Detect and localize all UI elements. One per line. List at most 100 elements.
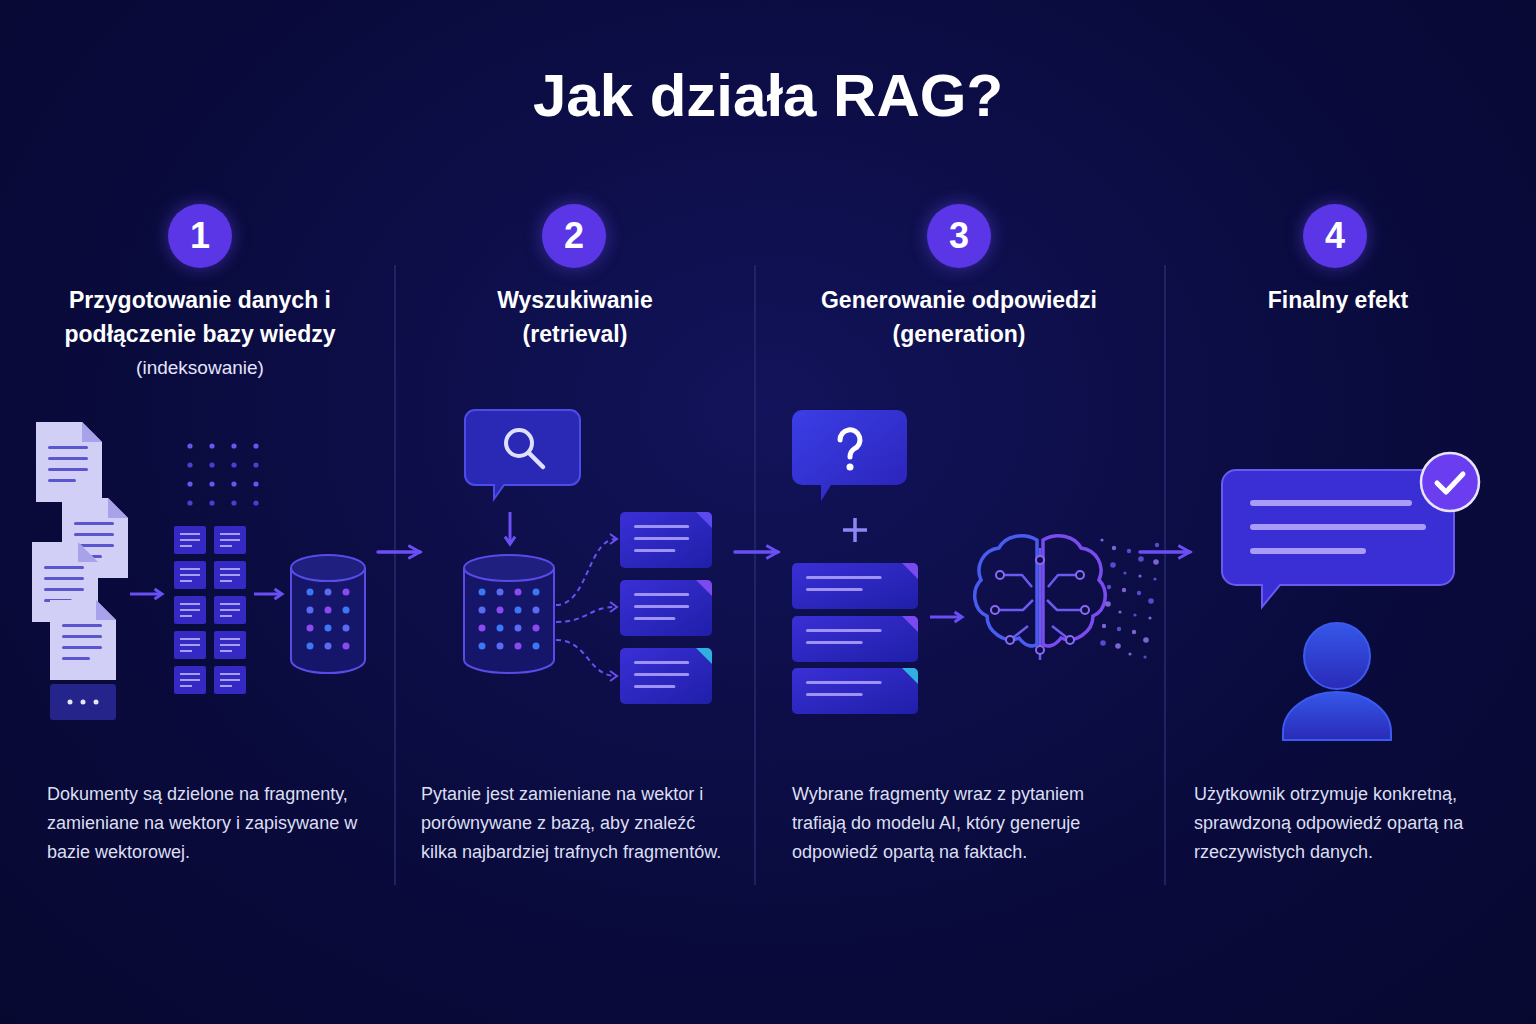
arrow-shaft — [509, 512, 512, 544]
particle — [1107, 585, 1111, 589]
small-arrow — [930, 612, 962, 622]
data-dot — [497, 625, 504, 632]
stage-column: 2Wyszukiwanie (retrieval)Pytanie jest za… — [420, 200, 735, 890]
step-badge: 3 — [927, 204, 991, 268]
card-line — [806, 588, 863, 591]
chunk-body — [174, 526, 206, 554]
vector-dot — [253, 443, 258, 448]
step-number: 4 — [1325, 216, 1345, 256]
data-dot — [325, 589, 332, 596]
particle — [1143, 655, 1146, 658]
card-body — [620, 648, 712, 704]
diagram-title: Jak działa RAG? — [0, 58, 1536, 134]
brain-circuit — [995, 548, 1085, 660]
vector-dot — [253, 500, 258, 505]
arrow-head — [505, 537, 515, 544]
vector-dot — [253, 462, 258, 467]
chunk-line — [220, 580, 232, 582]
bubble-shape — [1222, 470, 1454, 607]
step-number: 3 — [949, 216, 969, 256]
cylinder-top — [464, 555, 554, 581]
document-icon — [36, 422, 102, 502]
vector-dot — [187, 443, 192, 448]
data-dot — [497, 589, 504, 596]
magnifier-handle — [529, 453, 543, 467]
flow-arrow — [1140, 550, 1190, 554]
step-description: Dokumenty są dzielone na fragmenty, zami… — [47, 780, 382, 867]
flow-arrow — [378, 550, 420, 554]
data-dot — [515, 607, 522, 614]
data-dot — [533, 607, 540, 614]
step-description: Użytkownik otrzymuje konkretną, sprawdzo… — [1194, 780, 1512, 867]
particle — [1112, 546, 1116, 550]
bubble-shape — [792, 410, 907, 501]
context-fragment — [792, 668, 918, 714]
document-line — [62, 657, 90, 660]
ai-brain — [975, 536, 1106, 660]
step-heading: Generowanie odpowiedzi (generation) — [794, 283, 1124, 351]
more-documents — [50, 684, 116, 720]
card-line — [806, 681, 882, 684]
stage-column: 4Finalny efektUżytkownik otrzymuje konkr… — [1190, 200, 1516, 890]
arrow-head — [955, 612, 962, 622]
chunk-line — [180, 644, 200, 646]
card-line — [634, 525, 689, 528]
particle — [1100, 640, 1106, 646]
chunk-body — [174, 561, 206, 589]
circuit-node — [1036, 556, 1044, 564]
vector-dot — [253, 481, 258, 486]
card-body — [620, 512, 712, 568]
card-accent — [902, 616, 918, 632]
vector-database — [291, 555, 365, 673]
document-line — [74, 533, 114, 536]
card-body — [792, 616, 918, 662]
document-fold — [96, 600, 116, 620]
retrieved-fragment — [620, 512, 712, 568]
column-divider — [1164, 265, 1166, 885]
chunk-line — [180, 650, 192, 652]
vector-dot — [187, 462, 192, 467]
vector-database — [464, 555, 554, 673]
document-sheet — [50, 600, 116, 680]
chunk-line — [220, 568, 240, 570]
chunk-line — [180, 580, 192, 582]
small-arrow — [505, 512, 515, 544]
chunk-block — [214, 561, 246, 589]
vector-dot — [187, 500, 192, 505]
chunk-body — [214, 631, 246, 659]
chunk-block — [174, 666, 206, 694]
card-line — [634, 685, 675, 688]
data-dot — [343, 625, 350, 632]
document-line — [48, 446, 88, 449]
particle — [1128, 652, 1131, 655]
circuit-node — [1006, 636, 1014, 644]
card-line — [806, 641, 863, 644]
chunk-block — [214, 631, 246, 659]
particle — [1148, 616, 1151, 619]
chunk-line — [180, 539, 200, 541]
document-fold — [78, 542, 98, 562]
chunk-block — [214, 526, 246, 554]
step-badge: 4 — [1303, 204, 1367, 268]
circuit-node — [1036, 646, 1044, 654]
arrow-head — [155, 589, 162, 599]
stage-column: 3Generowanie odpowiedzi (generation)Wybr… — [778, 200, 1140, 890]
chunk-line — [220, 574, 240, 576]
document-fold — [82, 422, 102, 442]
data-dot — [307, 589, 314, 596]
step-badge: 1 — [168, 204, 232, 268]
card-line — [806, 693, 863, 696]
chunk-line — [220, 685, 232, 687]
chunk-line — [180, 615, 192, 617]
document-sheet — [36, 422, 102, 502]
more-card — [50, 684, 116, 720]
answer-bubble — [1222, 470, 1454, 607]
user-head — [1304, 623, 1370, 689]
card-accent — [696, 512, 712, 528]
data-dot — [515, 643, 522, 650]
document-line — [44, 577, 84, 580]
retrieval-link — [556, 539, 616, 605]
bubble-shape — [465, 410, 580, 499]
column-divider — [394, 265, 396, 885]
